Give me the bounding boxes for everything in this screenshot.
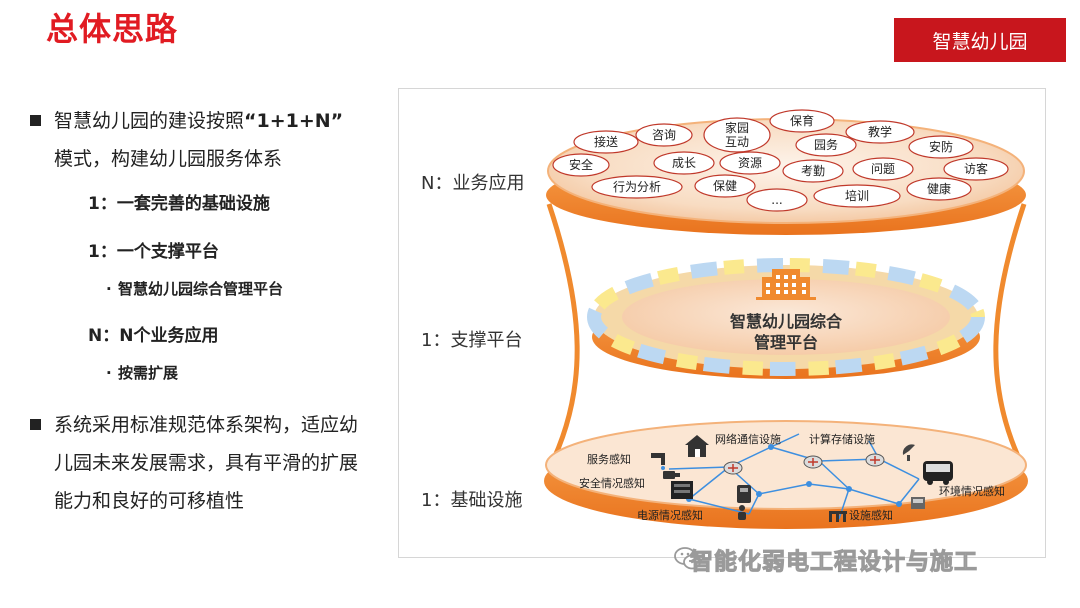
app-oval-chengzhang (653, 151, 715, 175)
server-icon (671, 481, 693, 499)
infra-disc-top (545, 420, 1027, 510)
app-label-jiaoxue: 教学 (868, 124, 892, 139)
app-label-baojian: 保健 (713, 179, 737, 193)
bullet-model-line2: 模式，构建幼儿园服务体系 (54, 148, 283, 170)
app-label-jiesong: 接送 (594, 134, 618, 149)
house-icon (685, 435, 709, 457)
app-oval-fangke (943, 157, 1009, 181)
slide-title: 总体思路 (46, 10, 179, 48)
faucet-icon (651, 453, 665, 470)
network-links (668, 433, 920, 520)
app-label-yuanwu: 园务 (814, 137, 838, 152)
router-icon-2 (803, 455, 823, 469)
infra-label-facility: 设施感知 (849, 508, 893, 522)
app-oval-anquan (552, 153, 610, 177)
app-label-jiankang: 健康 (927, 181, 951, 196)
app-oval-anfang (908, 135, 974, 159)
item-applications: N：N个业务应用 (88, 326, 219, 346)
app-oval-more (746, 188, 808, 212)
app-oval-xingwei (591, 175, 683, 199)
item-infrastructure: 1：一套完善的基础设施 (88, 194, 270, 214)
category-badge: 智慧幼儿园 (894, 18, 1066, 62)
person-icon (738, 505, 746, 520)
app-oval-jiayuan (703, 117, 771, 153)
app-oval-peixun (813, 184, 901, 208)
platform-name-line1: 智慧幼儿园综合 (730, 312, 843, 331)
wechat-logo-icon (674, 547, 701, 570)
bullet-model-text: 智慧幼儿园的建设按照 (54, 110, 245, 132)
app-oval-baoyu (769, 109, 835, 133)
app-label-ziyuan: 资源 (738, 156, 762, 170)
app-oval-baojian (694, 174, 756, 198)
item-platform-detail: 智慧幼儿园综合管理平台 (30, 278, 390, 300)
bullet-architecture-line1: 系统采用标准规范体系架构，适应幼 (54, 414, 359, 436)
layer-label-apps: N：业务应用 (421, 173, 525, 194)
infra-label-network: 网络通信设施 (715, 432, 781, 446)
satellite-dish-icon (902, 444, 915, 461)
bullet-architecture-line3: 能力和良好的可移植性 (54, 490, 245, 512)
bullet-model: 智慧幼儿园的建设按照“1+1+N” 模式，构建幼儿园服务体系 (30, 102, 390, 178)
app-oval-jiesong (573, 130, 639, 154)
building-icon (756, 269, 816, 300)
text-column: 智慧幼儿园的建设按照“1+1+N” 模式，构建幼儿园服务体系 1：一套完善的基础… (30, 102, 390, 520)
app-label-anfang: 安防 (929, 139, 953, 154)
diagram-graphic: 接送 咨询 家园 互动 保育 教学 园务 安防 安全 成长 资源 考勤 问题 访… (544, 109, 1028, 529)
app-label-jiayuan1: 家园 (725, 120, 749, 135)
layer-label-infra: 1：基础设施 (421, 490, 523, 511)
app-label-peixun: 培训 (845, 188, 869, 203)
item-platform: 1：一个支撑平台 (88, 242, 219, 262)
platform-disc-center (622, 279, 950, 355)
app-ovals (552, 109, 1009, 212)
infra-label-safety: 安全情况感知 (579, 476, 645, 490)
cube-icon (911, 497, 925, 509)
router-icon-3 (865, 453, 885, 467)
layer-label-platform: 1：支撑平台 (421, 330, 523, 351)
app-label-zixun: 咨询 (652, 127, 676, 142)
app-oval-ziyuan (719, 151, 781, 175)
app-oval-yuanwu (795, 133, 857, 157)
app-oval-zixun (635, 123, 693, 147)
watermark-text: 智能化弱电工程设计与施工 (690, 549, 978, 576)
architecture-diagram: N：业务应用 1：支撑平台 1：基础设施 (398, 88, 1046, 558)
platform-disc-ring-yellow (587, 258, 985, 376)
item-applications-detail: 按需扩展 (30, 362, 390, 384)
app-oval-jiaoxue (845, 120, 915, 144)
app-label-wenti: 问题 (871, 162, 895, 176)
cabinet-icon (737, 485, 751, 503)
bullet-model-formula: “1+1+N” (244, 110, 344, 132)
app-oval-kaoqin (782, 159, 844, 183)
app-label-fangke: 访客 (964, 161, 988, 176)
gate-icon (829, 511, 847, 522)
app-label-kaoqin: 考勤 (801, 164, 825, 178)
platform-name-line2: 管理平台 (754, 333, 818, 352)
router-icon-1 (723, 461, 743, 475)
app-labels: 接送 咨询 家园 互动 保育 教学 园务 安防 安全 成长 资源 考勤 问题 访… (569, 113, 988, 207)
app-oval-wenti (852, 157, 914, 181)
infra-label-power: 电源情况感知 (637, 508, 703, 522)
app-label-baoyu: 保育 (790, 113, 814, 128)
app-label-more: ... (771, 193, 782, 207)
app-label-jiayuan2: 互动 (725, 135, 749, 149)
app-label-anquan: 安全 (569, 157, 593, 172)
infra-labels: 网络通信设施 计算存储设施 服务感知 安全情况感知 环境情况感知 电源情况感知 … (579, 432, 1005, 522)
infra-label-service: 服务感知 (587, 452, 631, 466)
bullet-architecture: 系统采用标准规范体系架构，适应幼 儿园未来发展需求，具有平滑的扩展 能力和良好的… (30, 406, 390, 520)
infra-label-env: 环境情况感知 (939, 484, 1005, 498)
app-label-xingwei: 行为分析 (613, 180, 661, 194)
camera-icon (663, 471, 680, 479)
bus-icon (923, 461, 953, 485)
infra-label-compute: 计算存储设施 (809, 432, 875, 446)
bullet-architecture-line2: 儿园未来发展需求，具有平滑的扩展 (54, 452, 359, 474)
left-connector (546, 203, 580, 471)
right-connector (993, 203, 1027, 471)
app-label-chengzhang: 成长 (672, 156, 696, 170)
app-oval-jiankang (906, 177, 972, 201)
